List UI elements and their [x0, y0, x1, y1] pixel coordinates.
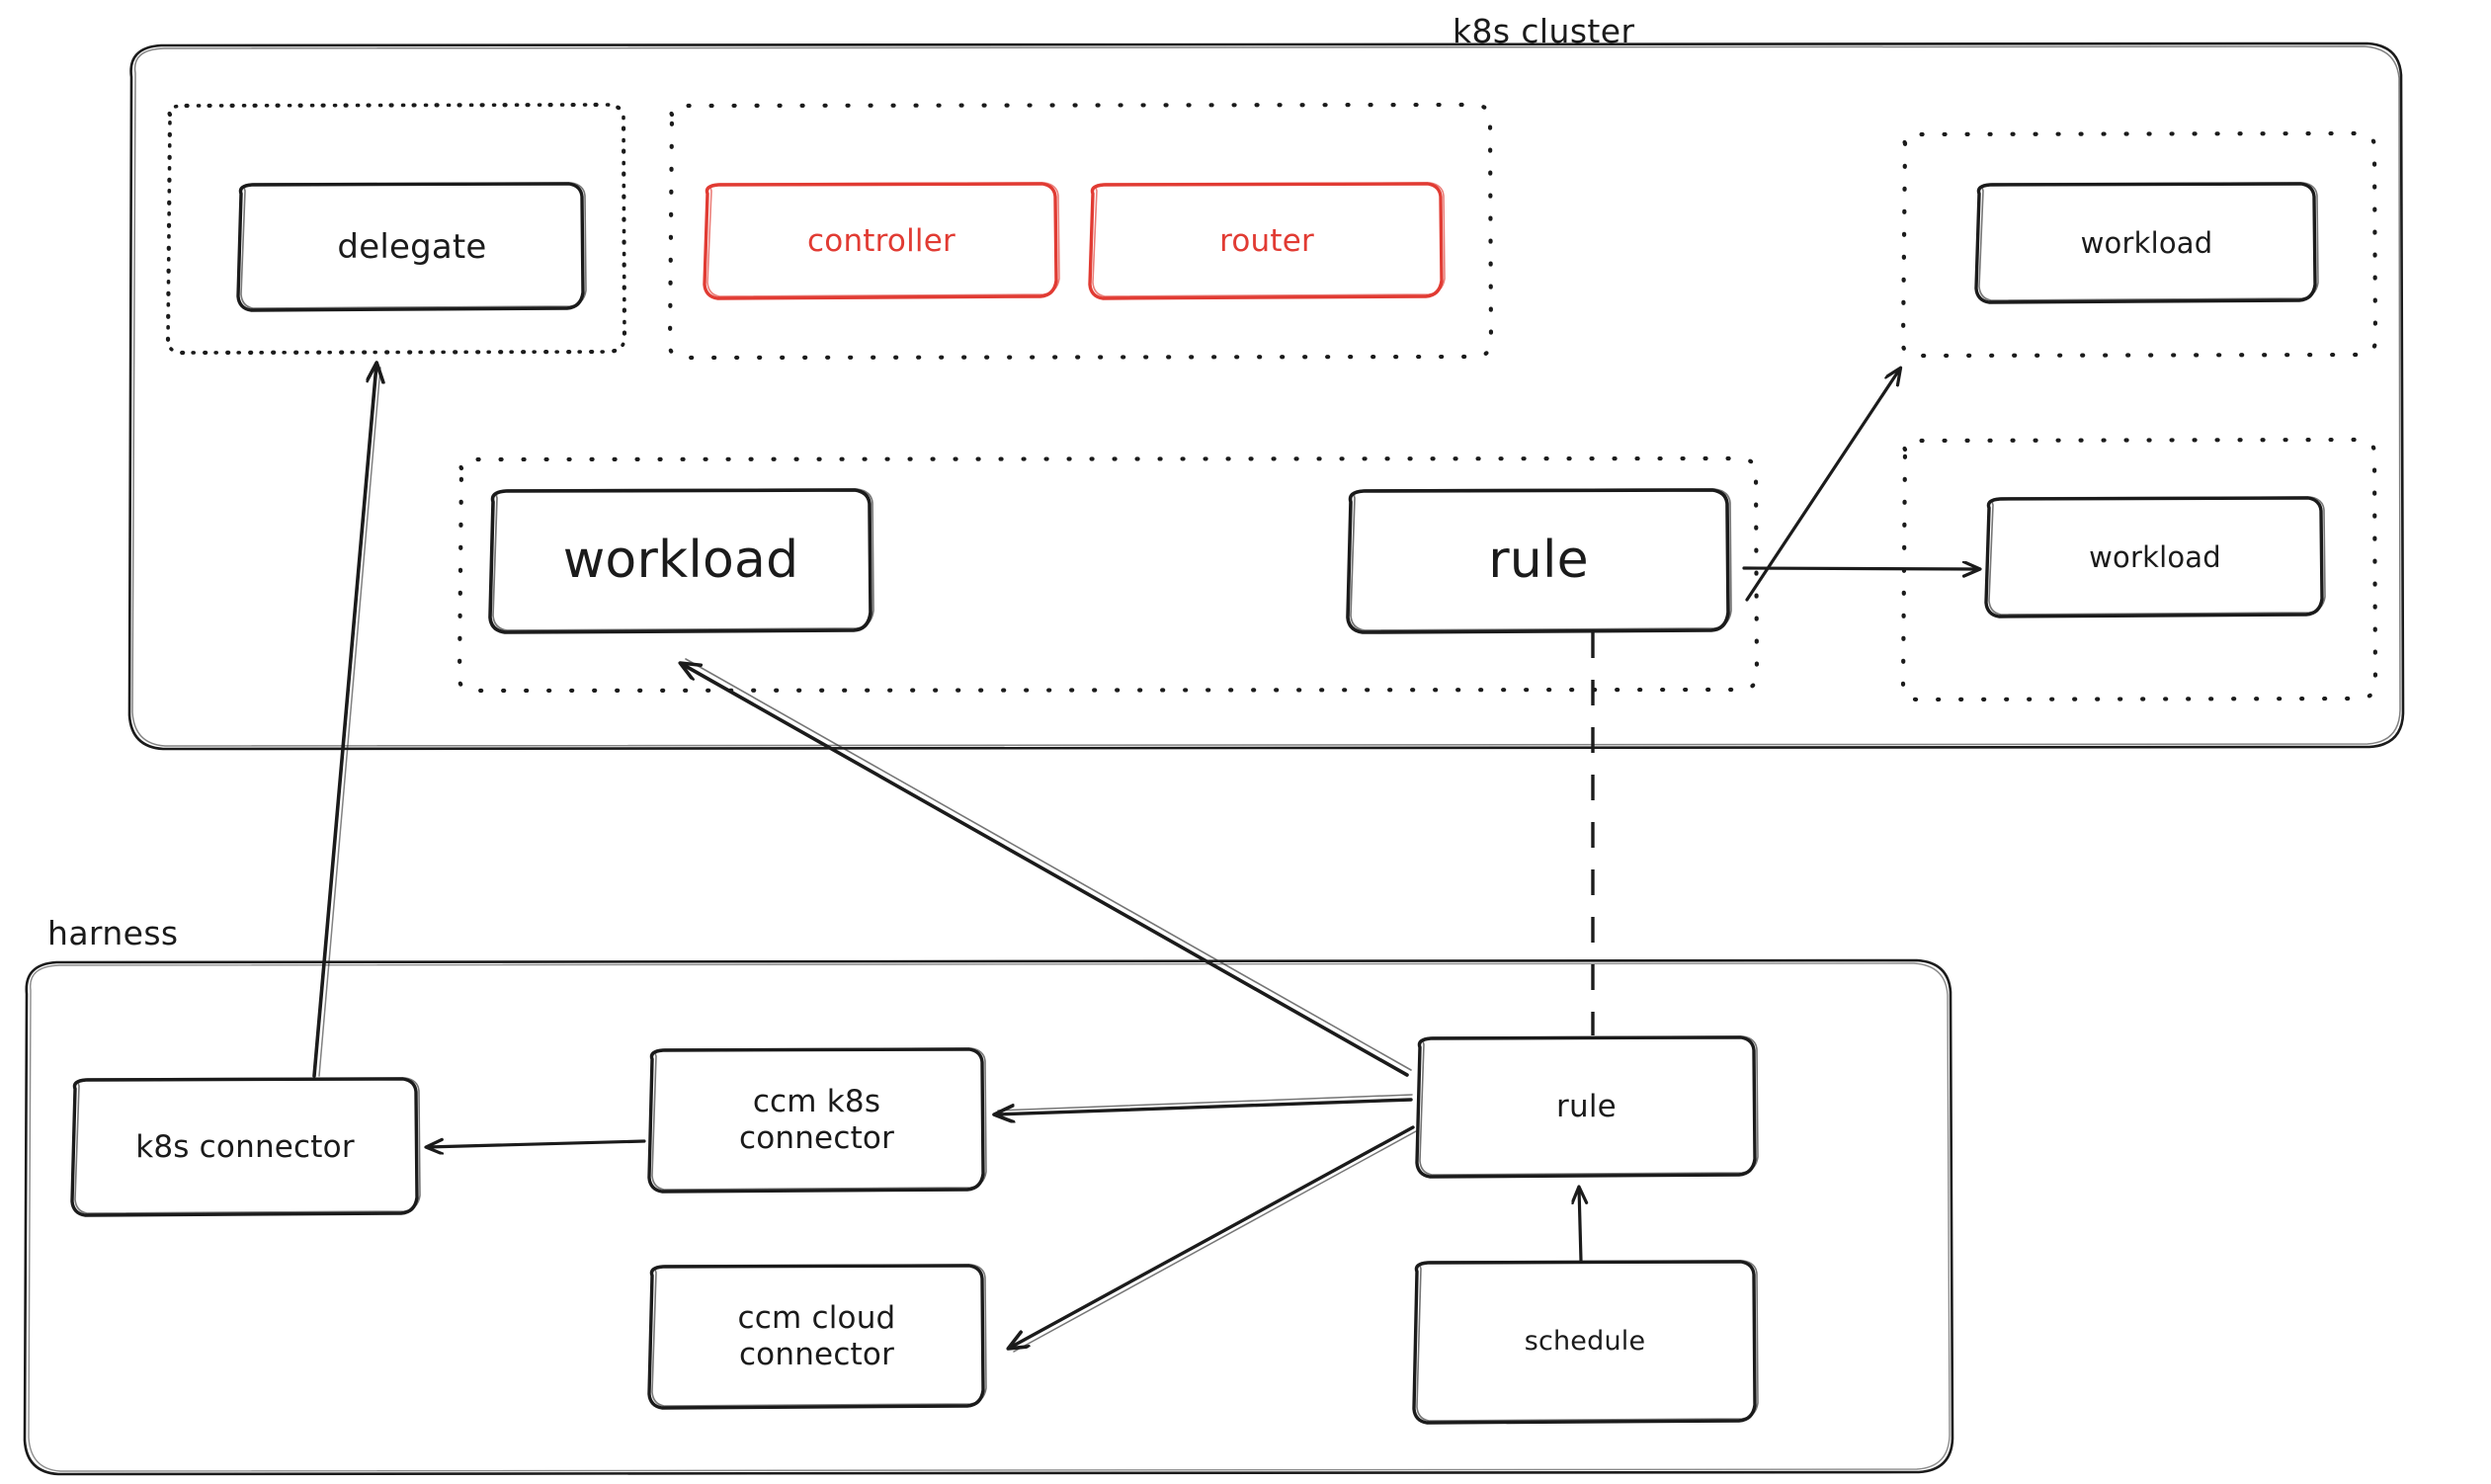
node-ccm-k8s-connector[interactable] [649, 1049, 984, 1192]
node-delegate[interactable] [238, 184, 586, 310]
node-schedule[interactable] [1414, 1262, 1756, 1422]
edge-rule-cluster-to-workload-top-right [1745, 369, 1900, 602]
container-title-k8s-cluster: k8s cluster [1453, 12, 1635, 50]
edge-k8s-connector-to-delegate [312, 365, 380, 1078]
edge-ccm-k8s-connector-to-k8s-connector [427, 1141, 646, 1147]
node-ccm-cloud-connector[interactable] [649, 1266, 984, 1408]
node-controller[interactable] [705, 184, 1058, 298]
node-rule-cluster[interactable] [1348, 490, 1729, 632]
container-title-harness: harness [47, 914, 179, 952]
node-k8s-connector[interactable] [72, 1079, 418, 1215]
edge-rule-harness-to-ccm-cloud-connector [1010, 1125, 1417, 1353]
node-rule-harness[interactable] [1417, 1037, 1756, 1176]
edge-schedule-to-rule-harness [1579, 1188, 1581, 1263]
edge-rule-harness-to-ccm-k8s-connector [996, 1094, 1413, 1114]
edge-rule-cluster-to-workload-bottom-right [1742, 568, 1979, 569]
node-workload-top-right[interactable] [1976, 184, 2317, 302]
node-workload-center[interactable] [490, 490, 872, 632]
container-k8s-cluster [127, 41, 2405, 751]
node-router[interactable] [1090, 184, 1444, 298]
edge-rule-harness-to-workload-center [682, 658, 1412, 1077]
node-workload-bottom-right[interactable] [1986, 498, 2324, 617]
